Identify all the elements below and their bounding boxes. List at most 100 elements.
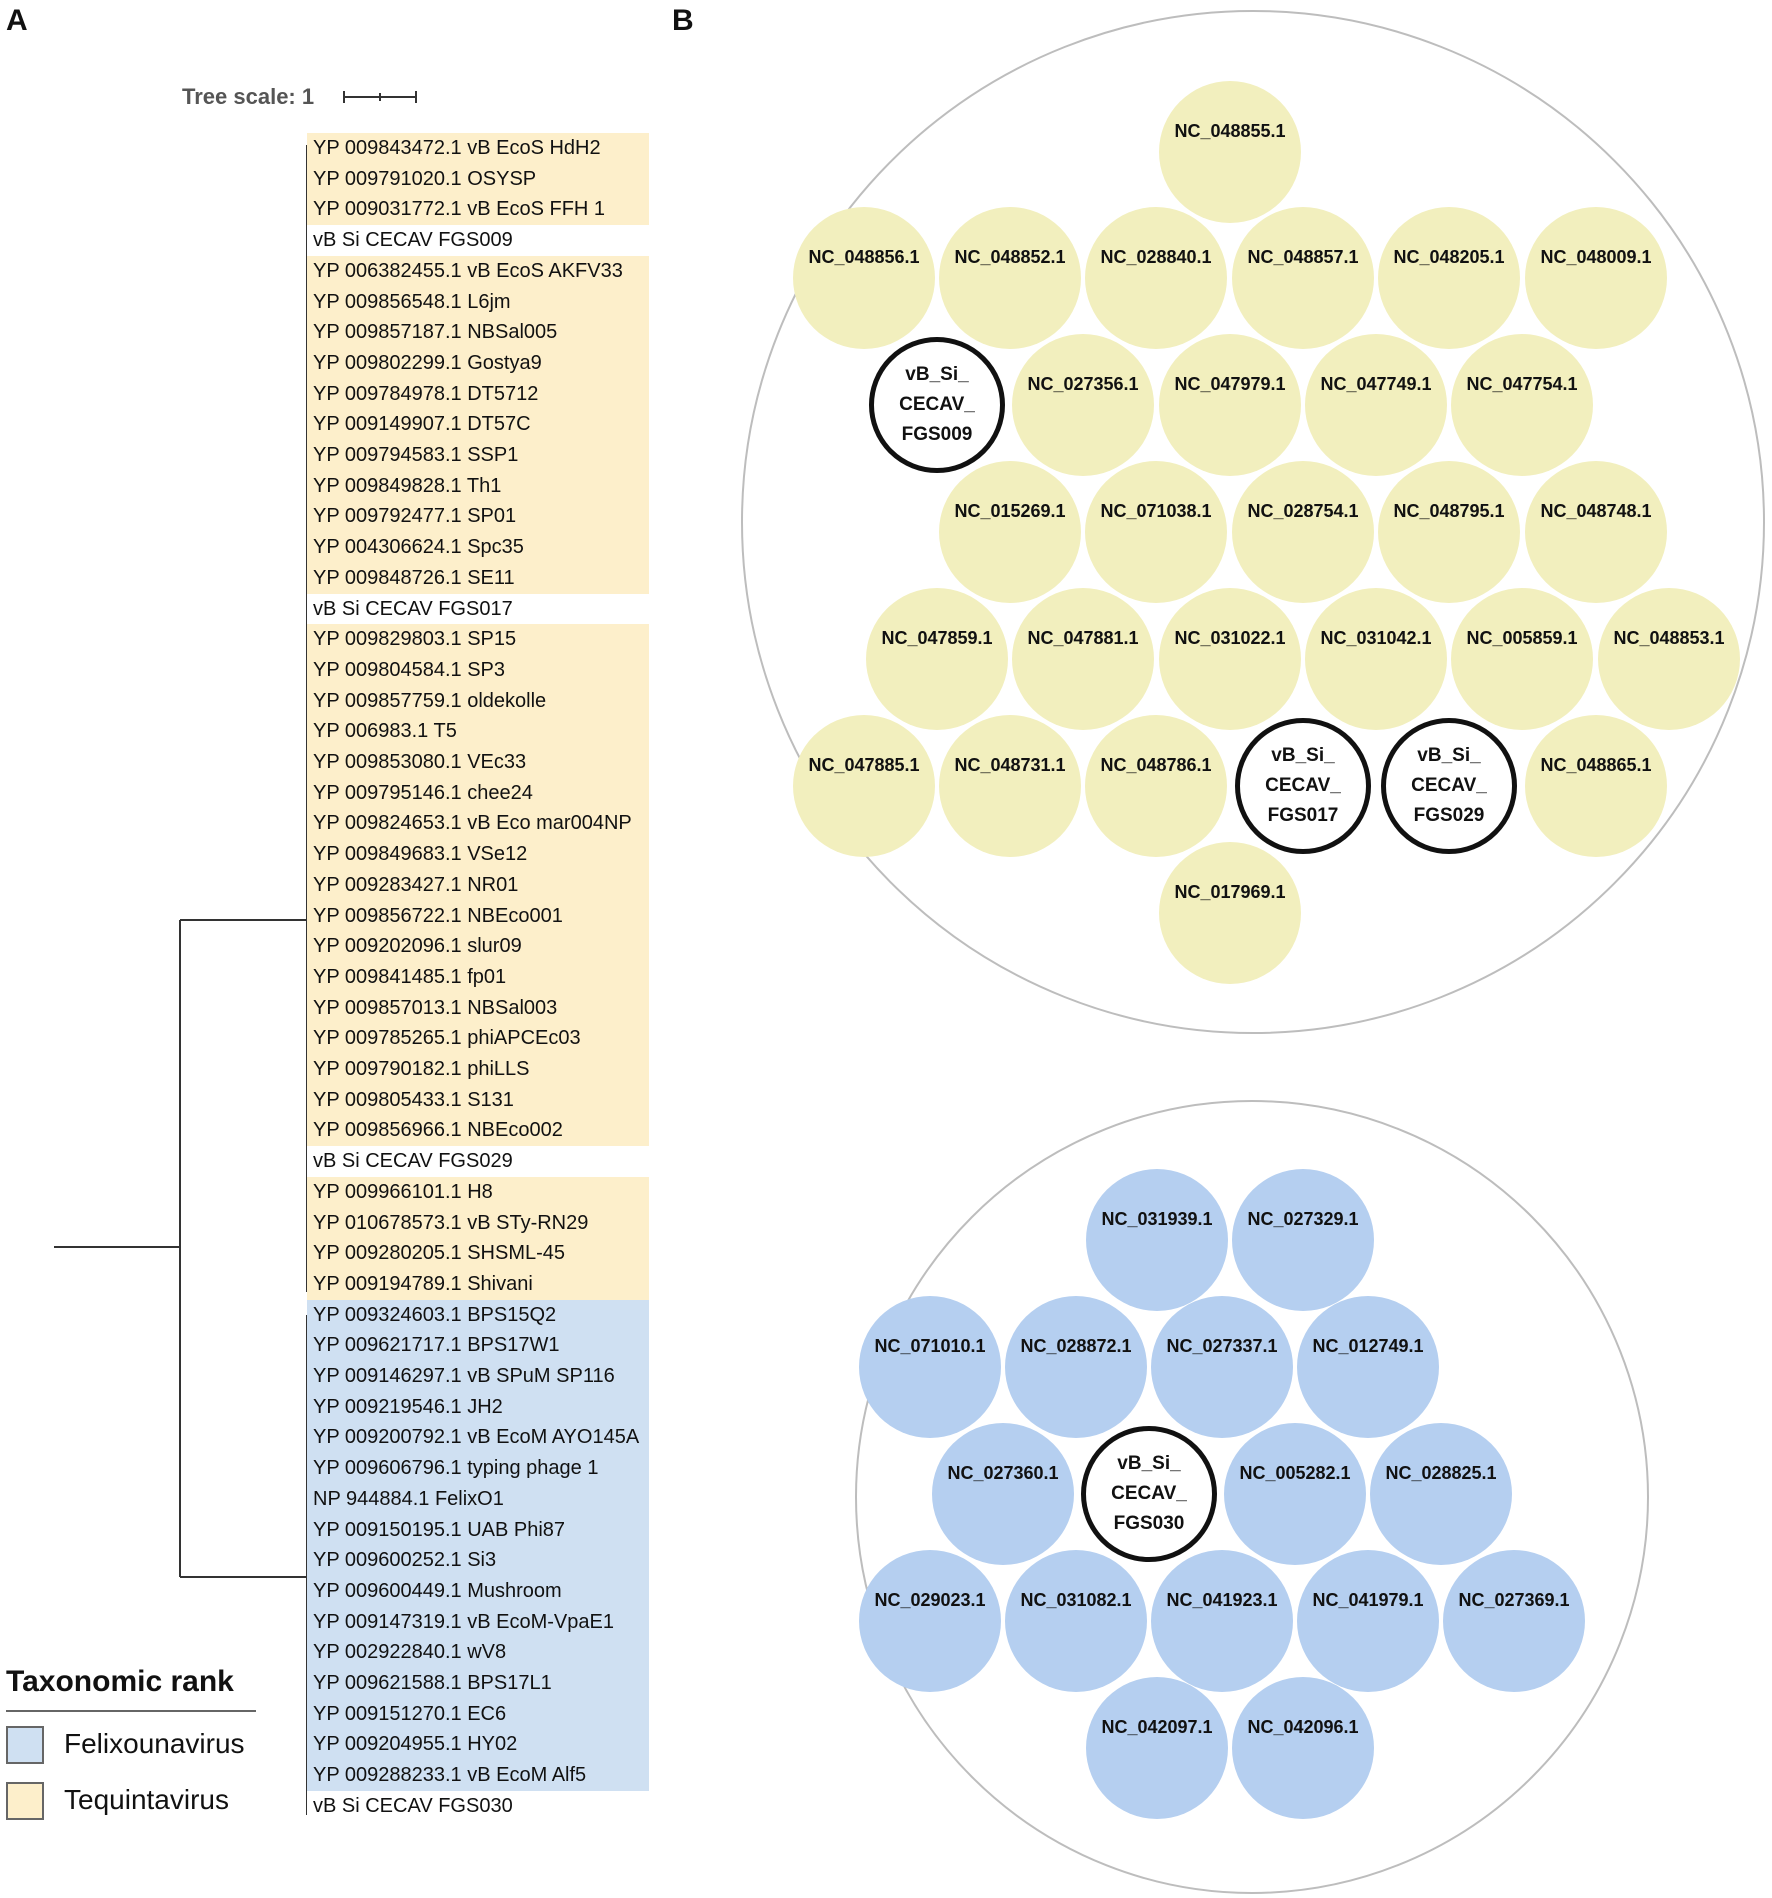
cluster-node-label: NC_029023.1 bbox=[874, 1590, 986, 1610]
tree-leaf: YP 009150195.1 UAB Phi87 bbox=[307, 1514, 649, 1546]
cluster-node-label: NC_048857.1 bbox=[1247, 247, 1359, 267]
cluster-node-label: NC_041923.1 bbox=[1166, 1590, 1278, 1610]
tree-leaf: YP 009802299.1 Gostya9 bbox=[307, 347, 649, 379]
cluster-node: NC_047885.1 bbox=[793, 715, 935, 857]
cluster-node: NC_048731.1 bbox=[939, 715, 1081, 857]
tree-leaf-query: vB Si CECAV FGS009 bbox=[307, 225, 649, 257]
tree-leaf: YP 009219546.1 JH2 bbox=[307, 1391, 649, 1423]
tree-leaf: YP 009288233.1 vB EcoM Alf5 bbox=[307, 1760, 649, 1792]
cluster-node: NC_048857.1 bbox=[1232, 207, 1374, 349]
cluster-node-label: NC_048855.1 bbox=[1174, 121, 1286, 141]
cluster-node-label: vB_Si_ CECAV_ FGS030 bbox=[1111, 1453, 1187, 1534]
tree-leaf: YP 009600449.1 Mushroom bbox=[307, 1575, 649, 1607]
cluster-node-label: NC_028872.1 bbox=[1020, 1336, 1132, 1356]
tree-leaf: YP 010678573.1 vB STy-RN29 bbox=[307, 1207, 649, 1239]
cluster-node: NC_042097.1 bbox=[1086, 1677, 1228, 1819]
tree-leaf: YP 009849828.1 Th1 bbox=[307, 470, 649, 502]
cluster-node-label: NC_048795.1 bbox=[1393, 501, 1505, 521]
tree-leaf: YP 009784978.1 DT5712 bbox=[307, 378, 649, 410]
cluster-node: NC_031042.1 bbox=[1305, 588, 1447, 730]
cluster-node: NC_047979.1 bbox=[1159, 334, 1301, 476]
cluster-node-label: NC_047885.1 bbox=[808, 755, 920, 775]
cluster-node: NC_027369.1 bbox=[1443, 1550, 1585, 1692]
cluster-node-label: NC_047881.1 bbox=[1027, 628, 1139, 648]
cluster-node: NC_041923.1 bbox=[1151, 1550, 1293, 1692]
cluster-node-query: vB_Si_ CECAV_ FGS030 bbox=[1081, 1426, 1217, 1562]
cluster-node: NC_071038.1 bbox=[1085, 461, 1227, 603]
tree-leaf: YP 009804584.1 SP3 bbox=[307, 654, 649, 686]
cluster-node: NC_017969.1 bbox=[1159, 842, 1301, 984]
cluster-node-label: NC_028840.1 bbox=[1100, 247, 1212, 267]
cluster-node-label: NC_048856.1 bbox=[808, 247, 920, 267]
tree-leaf: YP 009202096.1 slur09 bbox=[307, 931, 649, 963]
cluster-node: NC_047749.1 bbox=[1305, 334, 1447, 476]
cluster-node: NC_048855.1 bbox=[1159, 81, 1301, 223]
tree-leaf: YP 009966101.1 H8 bbox=[307, 1176, 649, 1208]
cluster-node-label: NC_027360.1 bbox=[947, 1463, 1059, 1483]
cluster-node: NC_048205.1 bbox=[1378, 207, 1520, 349]
cluster-node-label: NC_005859.1 bbox=[1466, 628, 1578, 648]
panel-label-a: A bbox=[6, 4, 28, 37]
cluster-node: NC_028872.1 bbox=[1005, 1296, 1147, 1438]
tree-leaf: YP 009849683.1 VSe12 bbox=[307, 839, 649, 871]
legend-swatch-felixounavirus bbox=[6, 1726, 44, 1764]
cluster-node: NC_048748.1 bbox=[1525, 461, 1667, 603]
tree-leaf: NP 944884.1 FelixO1 bbox=[307, 1483, 649, 1515]
tree-leaf: YP 009843472.1 vB EcoS HdH2 bbox=[307, 133, 649, 164]
tree-leaf: YP 009785265.1 phiAPCEc03 bbox=[307, 1023, 649, 1055]
cluster-node-label: NC_027337.1 bbox=[1166, 1336, 1278, 1356]
cluster-node-label: NC_017969.1 bbox=[1174, 882, 1286, 902]
tree-leaf: YP 009856966.1 NBEco002 bbox=[307, 1115, 649, 1147]
cluster-node-label: NC_015269.1 bbox=[954, 501, 1066, 521]
legend-label-tequintavirus: Tequintavirus bbox=[64, 1784, 229, 1815]
tree-leaf-query: vB Si CECAV FGS017 bbox=[307, 593, 649, 625]
cluster-node: NC_031022.1 bbox=[1159, 588, 1301, 730]
cluster-node-label: NC_031042.1 bbox=[1320, 628, 1432, 648]
legend-label-felixounavirus: Felixounavirus bbox=[64, 1728, 245, 1759]
tree-leaf: YP 009856548.1 L6jm bbox=[307, 286, 649, 318]
tree-leaf: YP 009031772.1 vB EcoS FFH 1 bbox=[307, 194, 649, 226]
cluster-node: NC_028840.1 bbox=[1085, 207, 1227, 349]
tree-leaf: YP 009791020.1 OSYSP bbox=[307, 163, 649, 195]
tree-leaf: YP 009600252.1 Si3 bbox=[307, 1545, 649, 1577]
cluster-node-label: NC_028825.1 bbox=[1385, 1463, 1497, 1483]
cluster-node: NC_015269.1 bbox=[939, 461, 1081, 603]
tree-leaf: YP 009841485.1 fp01 bbox=[307, 961, 649, 993]
cluster-node-label: NC_005282.1 bbox=[1239, 1463, 1351, 1483]
cluster-node-label: NC_047979.1 bbox=[1174, 374, 1286, 394]
cluster-node: NC_048786.1 bbox=[1085, 715, 1227, 857]
tree-leaf: YP 006382455.1 vB EcoS AKFV33 bbox=[307, 255, 649, 287]
tree-leaf-query: vB Si CECAV FGS030 bbox=[307, 1790, 649, 1822]
tree-leaf: YP 009194789.1 Shivani bbox=[307, 1268, 649, 1300]
cluster-node: NC_031082.1 bbox=[1005, 1550, 1147, 1692]
cluster-node-label: NC_042097.1 bbox=[1101, 1717, 1213, 1737]
cluster-node-label: vB_Si_ CECAV_ FGS017 bbox=[1265, 745, 1341, 826]
tree-leaf: YP 009200792.1 vB EcoM AYO145A bbox=[307, 1422, 649, 1454]
cluster-node: NC_027337.1 bbox=[1151, 1296, 1293, 1438]
cluster-node-label: NC_027356.1 bbox=[1027, 374, 1139, 394]
cluster-node-label: NC_048853.1 bbox=[1613, 628, 1725, 648]
cluster-node: NC_048853.1 bbox=[1598, 588, 1740, 730]
cluster-node-label: NC_071038.1 bbox=[1100, 501, 1212, 521]
cluster-node: NC_027360.1 bbox=[932, 1423, 1074, 1565]
tree-leaf: YP 009829803.1 SP15 bbox=[307, 624, 649, 656]
cluster-node-label: NC_048748.1 bbox=[1540, 501, 1652, 521]
legend-swatch-tequintavirus bbox=[6, 1782, 44, 1820]
tree-leaf: YP 009621717.1 BPS17W1 bbox=[307, 1330, 649, 1362]
tree-scale-label: Tree scale: 1 bbox=[182, 84, 315, 109]
cluster-ring-blue bbox=[855, 1100, 1649, 1894]
tree-leaf: YP 009324603.1 BPS15Q2 bbox=[307, 1299, 649, 1331]
cluster-node: NC_048852.1 bbox=[939, 207, 1081, 349]
cluster-node: NC_047881.1 bbox=[1012, 588, 1154, 730]
tree-leaf: YP 006983.1 T5 bbox=[307, 716, 649, 748]
cluster-node-label: NC_048205.1 bbox=[1393, 247, 1505, 267]
cluster-node: NC_071010.1 bbox=[859, 1296, 1001, 1438]
tree-leaf: YP 009857187.1 NBSal005 bbox=[307, 317, 649, 349]
tree-leaf: YP 002922840.1 wV8 bbox=[307, 1637, 649, 1669]
cluster-node-label: NC_031082.1 bbox=[1020, 1590, 1132, 1610]
cluster-node: NC_048865.1 bbox=[1525, 715, 1667, 857]
cluster-node: NC_028825.1 bbox=[1370, 1423, 1512, 1565]
legend-title: Taxonomic rank bbox=[6, 1665, 234, 1698]
cluster-node-label: NC_012749.1 bbox=[1312, 1336, 1424, 1356]
cluster-node: NC_027329.1 bbox=[1232, 1169, 1374, 1311]
